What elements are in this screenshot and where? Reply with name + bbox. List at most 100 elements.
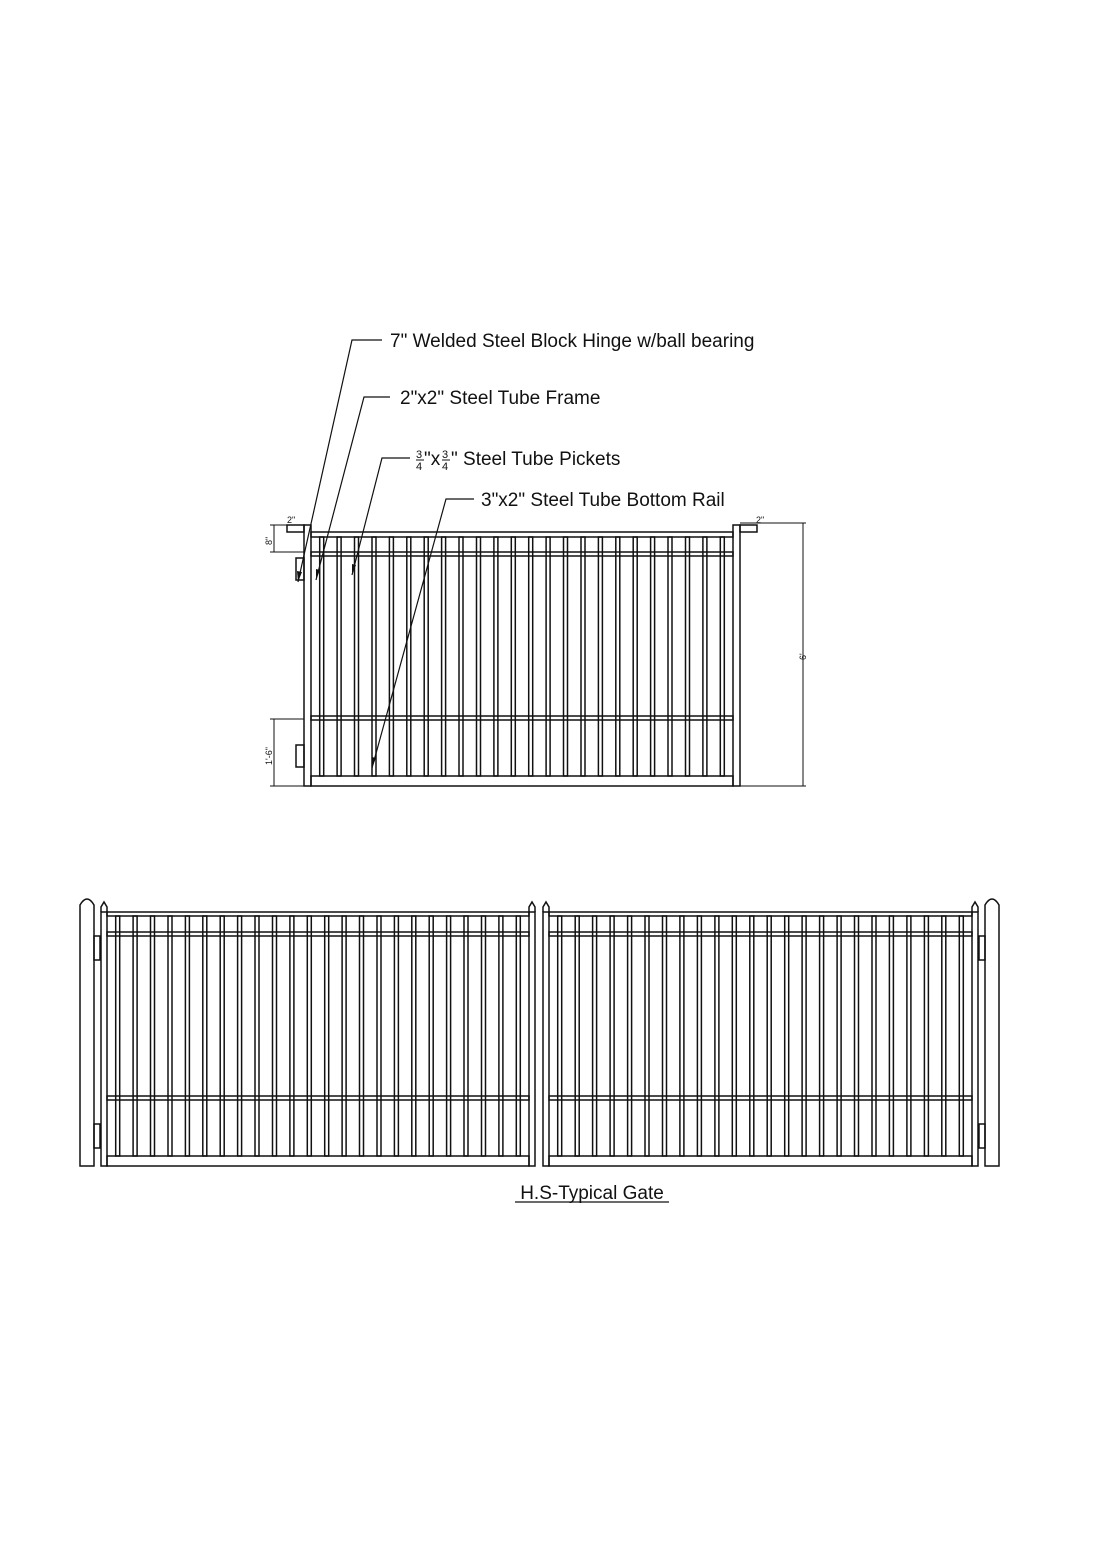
gate-height-dim: 6' bbox=[798, 653, 808, 660]
left-leaf-middle-rail bbox=[106, 1095, 530, 1101]
left-leaf-picket bbox=[271, 915, 278, 1157]
detail-picket bbox=[527, 536, 534, 777]
right-cap bbox=[739, 524, 758, 533]
detail-picket bbox=[458, 536, 464, 777]
left-leaf-pickets bbox=[114, 915, 522, 1157]
right-leaf-picket bbox=[923, 915, 930, 1157]
pickets-fraction-denominator-1: 4 bbox=[416, 461, 422, 473]
right-leaf-picket bbox=[958, 915, 965, 1157]
detail-picket bbox=[667, 536, 673, 777]
finial-right-leaf bbox=[971, 900, 979, 912]
detail-picket bbox=[649, 536, 656, 777]
right-leaf-picket bbox=[836, 915, 842, 1157]
left-leaf-picket bbox=[393, 915, 400, 1157]
latch-post bbox=[732, 524, 741, 787]
upper-rail bbox=[310, 551, 734, 557]
detail-picket bbox=[388, 536, 395, 777]
detail-picket bbox=[493, 536, 499, 777]
right-leaf-picket bbox=[749, 915, 755, 1157]
right-leaf-picket bbox=[871, 915, 877, 1157]
left-leaf-picket bbox=[289, 915, 295, 1157]
left-leaf-picket bbox=[463, 915, 469, 1157]
right-bottom-hinge bbox=[978, 1123, 986, 1149]
detail-picket bbox=[684, 536, 691, 777]
middle-rail bbox=[310, 715, 734, 721]
right-leaf-picket bbox=[626, 915, 633, 1157]
left-bottom-hinge bbox=[93, 1123, 101, 1149]
leader-arrowheads bbox=[297, 564, 376, 768]
detail-picket bbox=[318, 536, 325, 777]
detail-pickets bbox=[318, 536, 726, 777]
right-leaf-picket bbox=[609, 915, 615, 1157]
right-leaf-picket bbox=[644, 915, 650, 1157]
right-leaf-latch-stile bbox=[542, 911, 550, 1167]
right-leaf-picket bbox=[574, 915, 580, 1157]
finial-left-leaf bbox=[100, 900, 108, 912]
detail-picket bbox=[615, 536, 621, 777]
detail-picket bbox=[353, 536, 360, 777]
detail-picket bbox=[371, 536, 377, 777]
detail-picket bbox=[562, 536, 569, 777]
left-leaf-picket bbox=[376, 915, 382, 1157]
top-offset-dim: 8" bbox=[264, 537, 274, 545]
right-leaf-pickets bbox=[556, 915, 965, 1157]
detail-picket bbox=[719, 536, 726, 777]
right-leaf-top-rail bbox=[548, 911, 973, 917]
detail-picket bbox=[597, 536, 604, 777]
drawing-caption: H.S-Typical Gate bbox=[520, 1183, 664, 1204]
right-leaf-bottom-rail bbox=[548, 1155, 973, 1167]
left-leaf-picket bbox=[498, 915, 504, 1157]
detail-picket bbox=[336, 536, 342, 777]
left-leaf-picket bbox=[184, 915, 191, 1157]
detail-picket bbox=[440, 536, 447, 777]
left-leaf-picket bbox=[114, 915, 121, 1157]
left-leaf-picket bbox=[358, 915, 365, 1157]
pickets-callout: 3 4 "x 3 4 " Steel Tube Pickets bbox=[416, 449, 620, 473]
left-leaf-picket bbox=[341, 915, 347, 1157]
detail-picket bbox=[510, 536, 517, 777]
detail-picket bbox=[580, 536, 586, 777]
left-leaf-picket bbox=[411, 915, 417, 1157]
right-leaf-picket bbox=[818, 915, 825, 1157]
left-leaf-picket bbox=[323, 915, 330, 1157]
finial-left-center bbox=[528, 900, 536, 912]
right-leaf-picket bbox=[853, 915, 860, 1157]
left-leaf-hinge-stile bbox=[100, 911, 108, 1167]
pickets-fraction-numerator-1: 3 bbox=[416, 449, 422, 461]
finial-right-center bbox=[542, 900, 550, 912]
left-leaf-picket bbox=[219, 915, 225, 1157]
right-leaf-upper-rail bbox=[548, 931, 973, 937]
bottom-offset-dim: 1'-6" bbox=[264, 747, 274, 765]
gate-detail-elevation bbox=[270, 339, 806, 787]
top-rail bbox=[310, 531, 734, 538]
leader-lines bbox=[297, 339, 474, 769]
right-leaf-picket bbox=[783, 915, 790, 1157]
dimension-lines bbox=[270, 522, 806, 787]
top-hinge bbox=[295, 557, 305, 581]
right-leaf-picket bbox=[714, 915, 720, 1157]
left-leaf-picket bbox=[306, 915, 313, 1157]
pickets-x: "x bbox=[424, 449, 441, 470]
post-width-right-dim: 2" bbox=[756, 515, 764, 525]
double-gate-elevation bbox=[79, 898, 1000, 1167]
left-leaf-top-rail bbox=[106, 911, 530, 917]
hinge-post bbox=[303, 524, 312, 787]
left-leaf-picket bbox=[149, 915, 156, 1157]
left-leaf-picket bbox=[428, 915, 434, 1157]
left-leaf-picket bbox=[480, 915, 487, 1157]
right-leaf-picket bbox=[591, 915, 598, 1157]
right-leaf-picket bbox=[906, 915, 912, 1157]
left-leaf-picket bbox=[445, 915, 452, 1157]
right-leaf-picket bbox=[941, 915, 947, 1157]
bottom-rail-callout: 3"x2" Steel Tube Bottom Rail bbox=[481, 490, 725, 511]
right-leaf-picket bbox=[661, 915, 668, 1157]
right-leaf-picket bbox=[556, 915, 563, 1157]
right-top-hinge bbox=[978, 935, 986, 961]
pickets-text: " Steel Tube Pickets bbox=[451, 449, 620, 470]
left-leaf-picket bbox=[254, 915, 260, 1157]
right-leaf-hinge-stile bbox=[971, 911, 979, 1167]
left-leaf-picket bbox=[202, 915, 208, 1157]
left-end-post bbox=[79, 898, 95, 1167]
right-leaf-picket bbox=[766, 915, 772, 1157]
